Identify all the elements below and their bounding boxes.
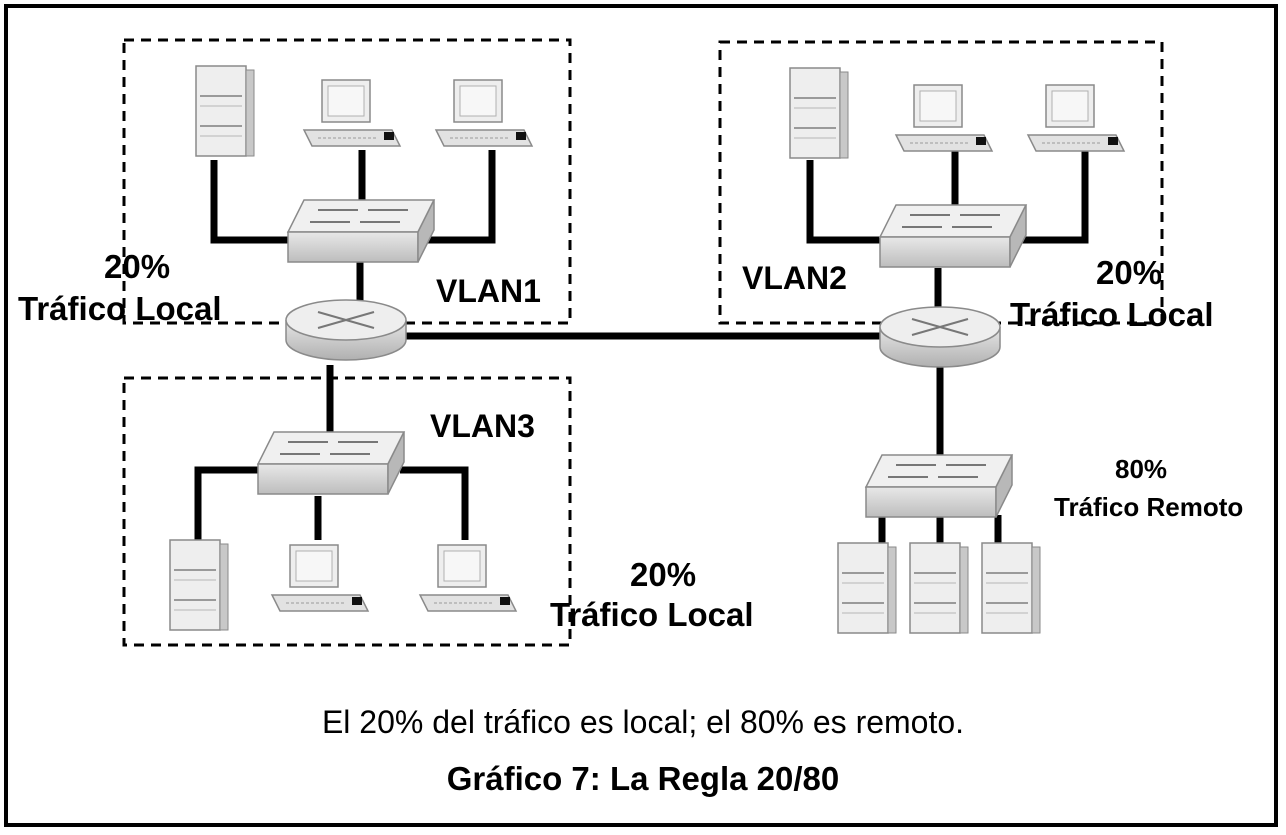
vlan2-traffic-text: Tráfico Local	[1010, 296, 1214, 333]
remote-traffic-percent: 80%	[1115, 454, 1168, 484]
vlan2-pc-2-icon	[1027, 84, 1125, 152]
vlan2-server-icon	[789, 67, 849, 159]
vlan3-boundary	[122, 376, 572, 647]
vlan1-pc-1-icon	[303, 79, 401, 147]
vlan3-traffic-text: Tráfico Local	[550, 596, 754, 633]
vlan2-switch-icon	[879, 204, 1027, 268]
vlan1-traffic-text: Tráfico Local	[18, 290, 222, 327]
vlan1-switch-icon	[287, 199, 435, 263]
vlan3-server-icon	[169, 539, 229, 631]
vlan2-label: VLAN2	[742, 260, 847, 296]
router-right-icon	[879, 306, 1001, 368]
remote-server-2-icon	[909, 542, 969, 634]
vlan3-traffic-percent: 20%	[630, 556, 697, 593]
remote-traffic-text: Tráfico Remoto	[1054, 492, 1244, 522]
vlan2-traffic-percent: 20%	[1096, 254, 1163, 291]
vlan3-switch-icon	[257, 431, 405, 495]
network-links	[194, 150, 1089, 545]
caption-description: El 20% del tráfico es local; el 80% es r…	[321, 704, 965, 740]
vlan2-pc-1-icon	[895, 84, 993, 152]
vlan3-label: VLAN3	[430, 408, 535, 444]
vlan3-pc-2-icon	[419, 544, 517, 612]
figure-frame	[4, 4, 1278, 827]
figure-title: Gráfico 7: La Regla 20/80	[446, 760, 840, 797]
vlan1-pc-2-icon	[435, 79, 533, 147]
vlan1-server-icon	[195, 65, 255, 157]
remote-server-1-icon	[837, 542, 897, 634]
vlan3-pc-1-icon	[271, 544, 369, 612]
router-left-icon	[285, 299, 407, 361]
vlan1-label: VLAN1	[436, 273, 541, 309]
vlan1-traffic-percent: 20%	[104, 248, 171, 285]
remote-switch-icon	[865, 454, 1013, 518]
remote-server-3-icon	[981, 542, 1041, 634]
